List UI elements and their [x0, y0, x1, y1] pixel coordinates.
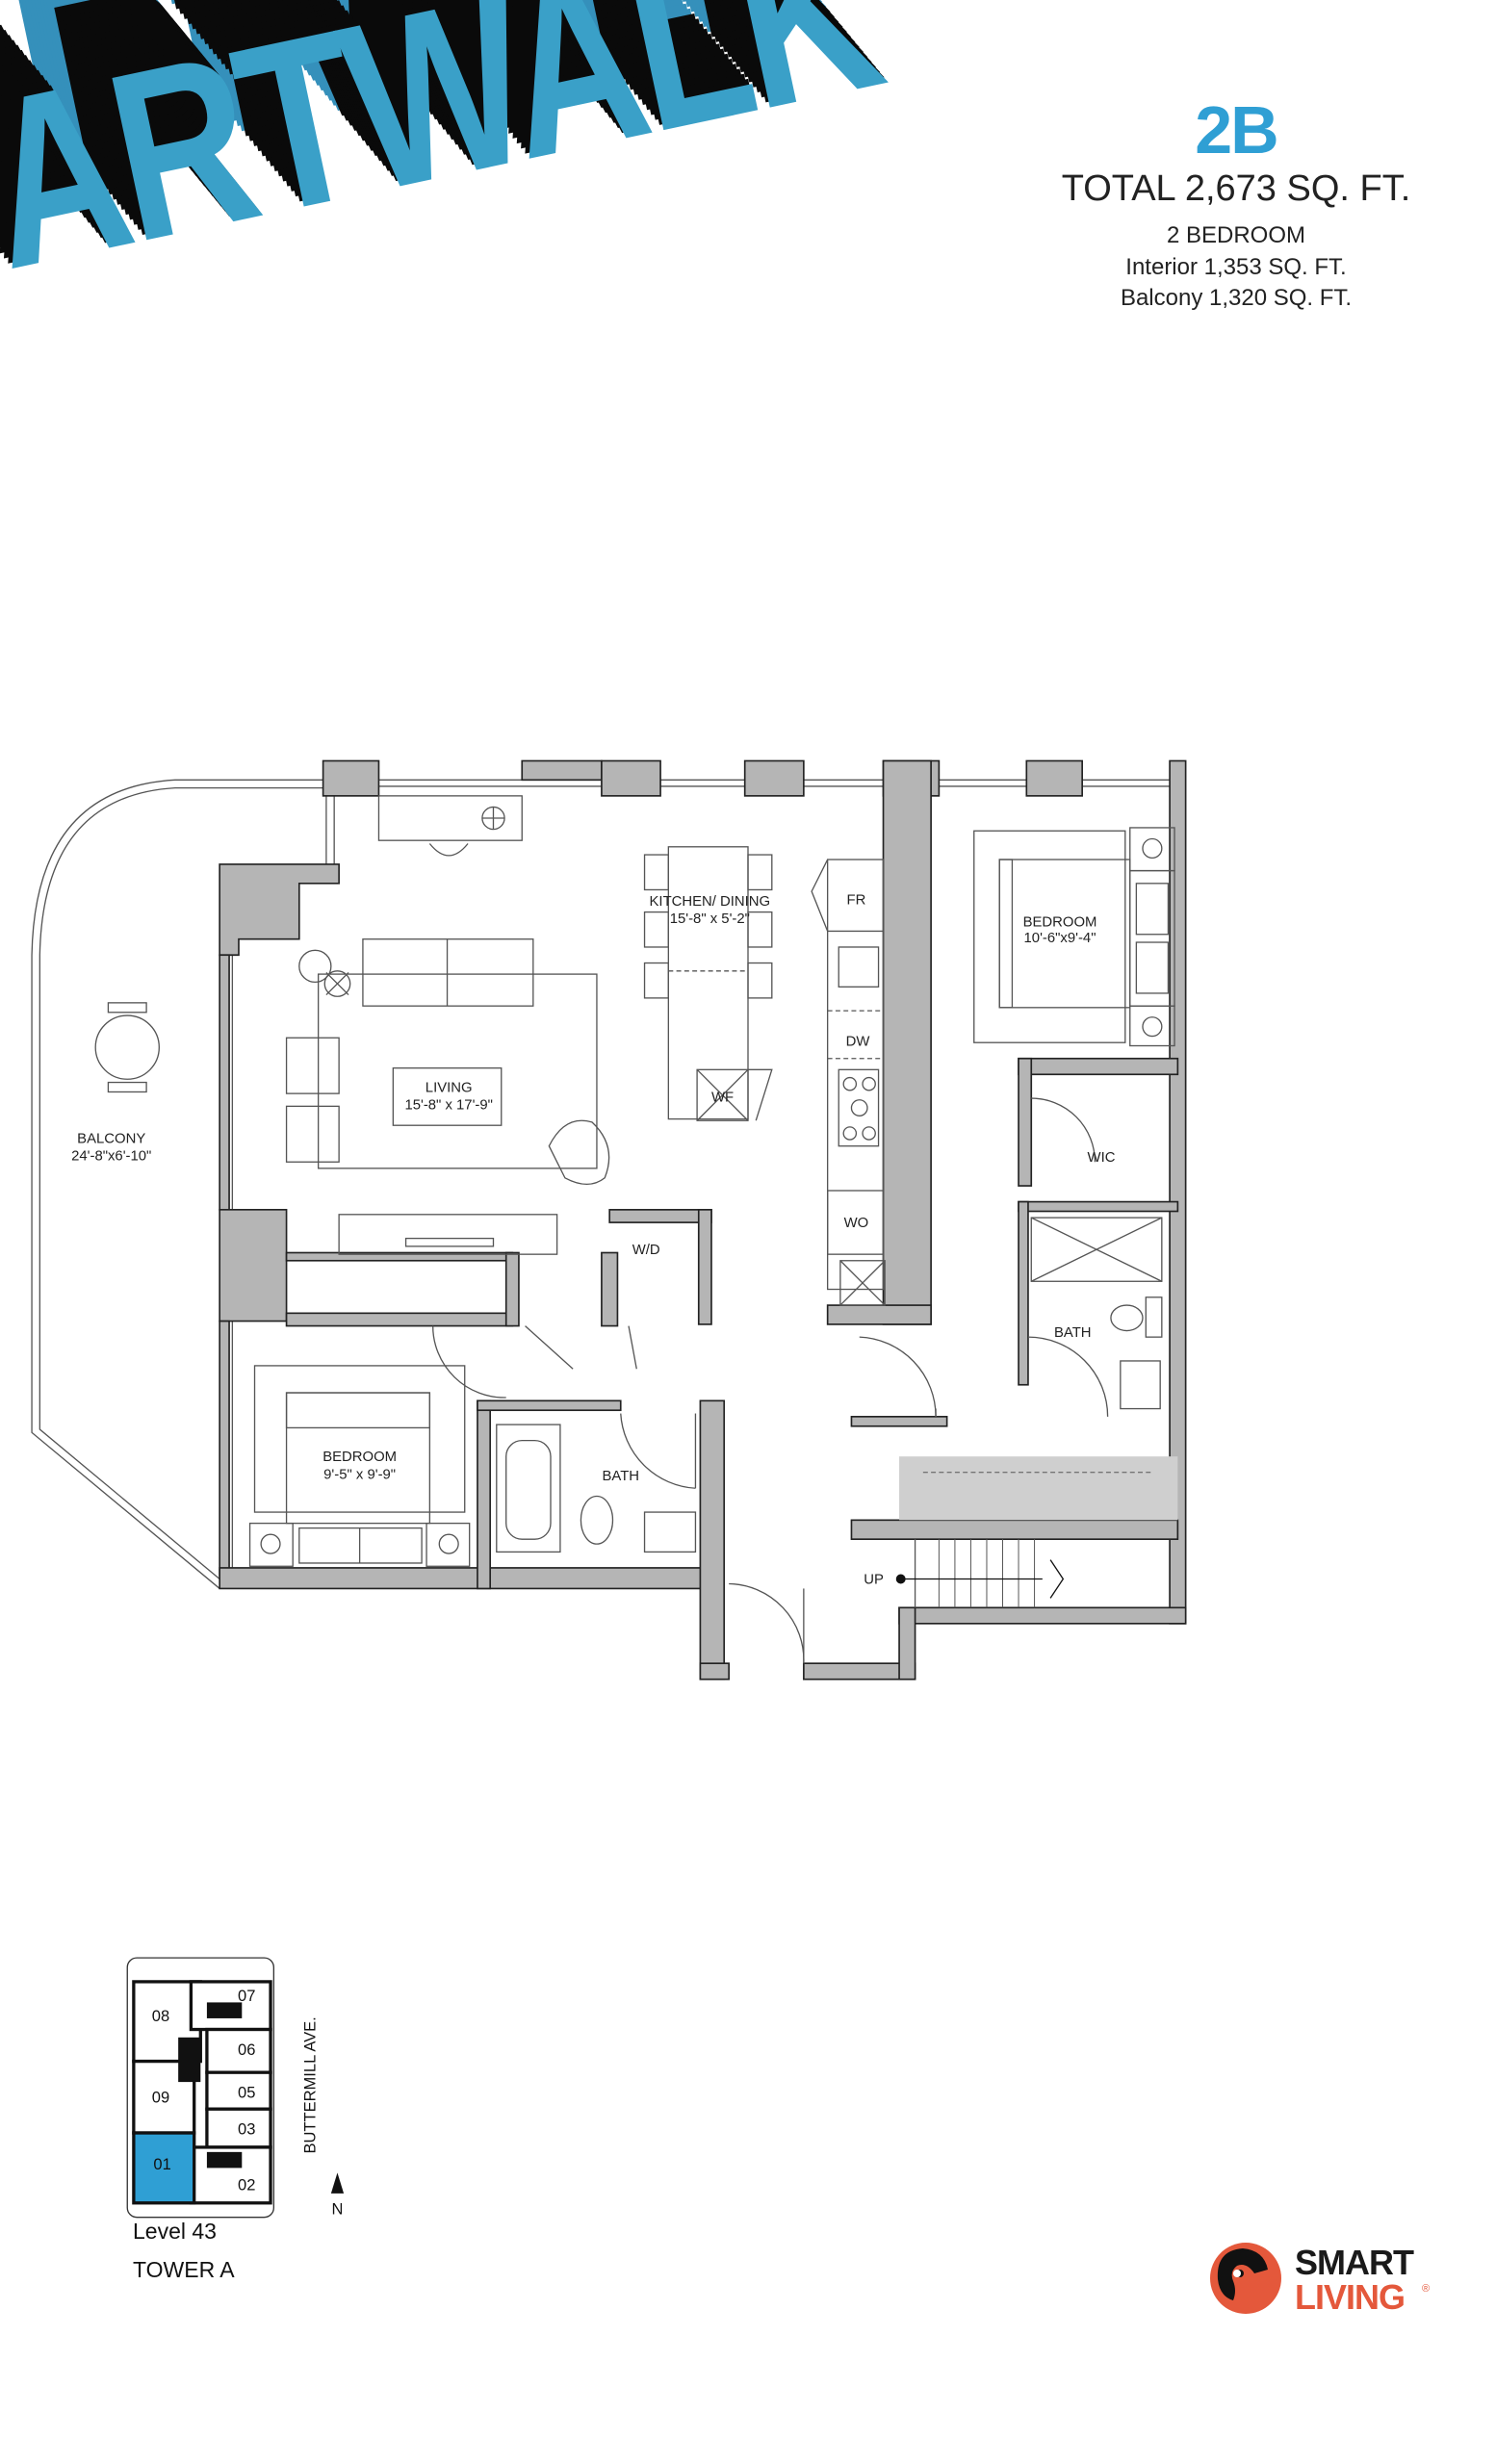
unit-02: 02 — [238, 2176, 255, 2194]
stair-up-marker — [895, 1574, 906, 1584]
unit-05: 05 — [238, 2084, 255, 2102]
unit-code: 2B — [1195, 92, 1278, 167]
balcony-dims: 24'-8"x6'-10" — [71, 1149, 151, 1165]
level-label: Level 43 — [133, 2219, 217, 2244]
smart-living-logo: SMART LIVING ® — [1208, 2241, 1458, 2318]
north-arrow-icon — [330, 2172, 345, 2194]
key-plan: 07 08 06 05 09 03 01 02 BUTTERMILL AVE. … — [126, 1957, 345, 2218]
logo-registered-mark: ® — [1422, 2283, 1431, 2295]
bath-main-label: BATH — [1054, 1325, 1092, 1341]
bedroom-count: 2 BEDROOM — [1166, 222, 1306, 248]
unit-07: 07 — [238, 1987, 255, 2005]
living-label: LIVING — [426, 1080, 473, 1095]
unit-09: 09 — [152, 2089, 169, 2107]
unit-06: 06 — [238, 2040, 255, 2059]
bedroom-main-dims: 10'-6"x9'-4" — [1024, 931, 1096, 946]
bird-logo-icon — [1210, 2243, 1281, 2314]
bedroom-second-label: BEDROOM — [322, 1450, 397, 1465]
unit-03: 03 — [238, 2120, 255, 2139]
street-label: BUTTERMILL AVE. — [300, 2016, 319, 2153]
kitchen-dims: 15'-8" x 5'-2" — [670, 911, 750, 927]
bedroom-main-label: BEDROOM — [1023, 914, 1097, 930]
wine-fridge-label: WF — [711, 1090, 734, 1105]
kitchen-label: KITCHEN/ DINING — [650, 894, 771, 910]
interior-area: Interior 1,353 SQ. FT. — [1125, 254, 1347, 280]
north-label: N — [332, 2199, 344, 2218]
wall-oven-label: WO — [844, 1216, 869, 1231]
wic-label: WIC — [1088, 1150, 1116, 1166]
room-labels: BALCONY 24'-8"x6'-10" LIVING 15'-8" x 17… — [71, 892, 1116, 1587]
dishwasher-label: DW — [846, 1035, 870, 1050]
unit-08: 08 — [152, 2007, 169, 2025]
fridge-label: FR — [846, 892, 865, 908]
bath-second-label: BATH — [602, 1469, 639, 1484]
total-area: TOTAL 2,673 SQ. FT. — [1061, 168, 1411, 209]
washer-dryer-label: W/D — [632, 1243, 660, 1258]
walls — [219, 759, 1187, 1681]
balcony-outline — [31, 779, 323, 1589]
unit-01: 01 — [153, 2155, 170, 2173]
unit-spec: 2B TOTAL 2,673 SQ. FT. 2 BEDROOM Interio… — [976, 96, 1496, 314]
furniture — [94, 795, 1175, 1664]
balcony-area: Balcony 1,320 SQ. FT. — [1120, 285, 1353, 311]
bedroom-second-dims: 9'-5" x 9'-9" — [323, 1467, 396, 1482]
balcony-label: BALCONY — [77, 1131, 145, 1146]
living-dims: 15'-8" x 17'-9" — [404, 1098, 492, 1114]
selected-unit-01 — [132, 2131, 196, 2205]
stair-up-label: UP — [864, 1572, 884, 1587]
logo-living-text: LIVING — [1295, 2277, 1406, 2317]
tower-label: TOWER A — [133, 2257, 235, 2282]
logo-smart-text: SMART — [1295, 2243, 1414, 2282]
